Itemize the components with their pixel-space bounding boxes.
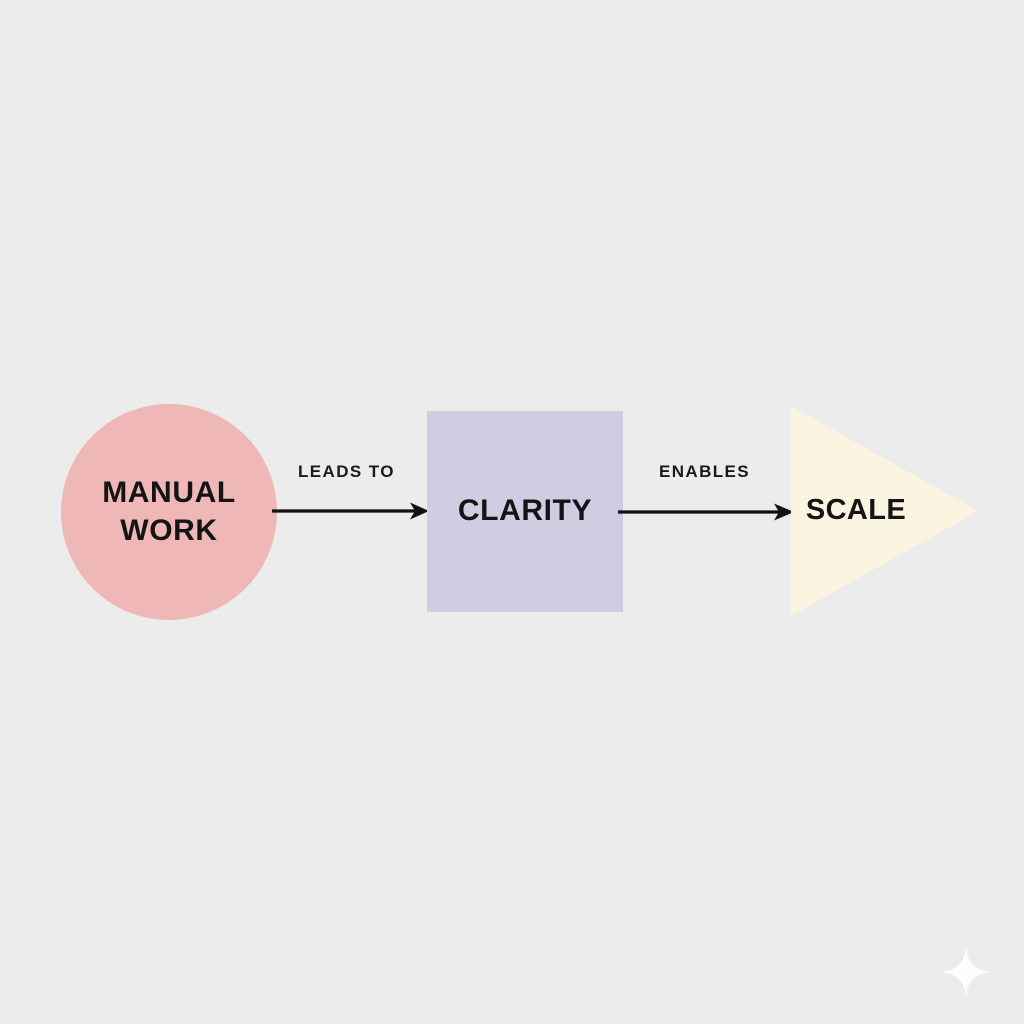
node-scale-label: SCALE [805,494,907,527]
triangle-shape [791,406,978,616]
node-clarity-label: CLARITY [457,494,593,528]
connector-clarity-to-scale [618,497,798,527]
connector-manual-work-to-clarity [272,496,432,526]
sparkle-icon [942,947,990,997]
connector-label-leads-to: LEADS TO [298,462,395,481]
arrow-right-icon [272,502,429,520]
node-scale-label-wrap: SCALE [791,406,921,616]
node-scale[interactable]: SCALE [791,406,978,616]
connector-label-enables: ENABLES [659,462,751,481]
arrow-right-icon [618,503,794,521]
node-manual-work[interactable]: MANUAL WORK [61,404,277,620]
node-manual-work-label: MANUAL WORK [102,475,236,547]
node-clarity[interactable]: CLARITY [427,411,623,612]
